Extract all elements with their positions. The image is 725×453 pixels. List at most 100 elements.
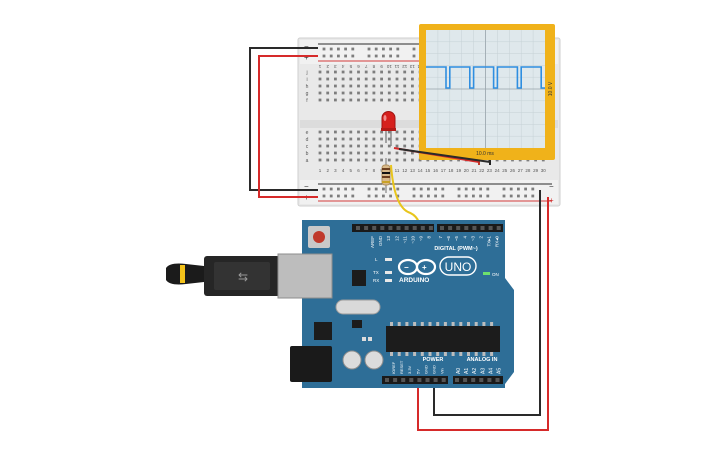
rail-hole[interactable] bbox=[457, 194, 461, 198]
breadboard-hole[interactable] bbox=[357, 158, 360, 162]
rail-hole[interactable] bbox=[396, 187, 400, 191]
breadboard-hole[interactable] bbox=[403, 70, 407, 74]
rail-hole[interactable] bbox=[389, 54, 392, 58]
breadboard-hole[interactable] bbox=[411, 77, 414, 81]
rail-hole[interactable] bbox=[531, 187, 535, 191]
header-digital-high[interactable] bbox=[352, 224, 434, 232]
breadboard-hole[interactable] bbox=[334, 77, 337, 81]
breadboard-hole[interactable] bbox=[357, 130, 360, 134]
wire-black-led-scope[interactable] bbox=[398, 148, 491, 163]
breadboard-hole[interactable] bbox=[326, 137, 330, 141]
breadboard-hole[interactable] bbox=[334, 130, 337, 134]
header-hole[interactable] bbox=[487, 378, 492, 382]
breadboard-hole[interactable] bbox=[403, 77, 407, 81]
header-hole[interactable] bbox=[433, 378, 438, 382]
breadboard-hole[interactable] bbox=[380, 144, 383, 148]
breadboard-hole[interactable] bbox=[318, 151, 322, 155]
rail-hole[interactable] bbox=[382, 194, 385, 198]
rail-hole[interactable] bbox=[434, 194, 437, 198]
breadboard-hole[interactable] bbox=[349, 84, 353, 88]
breadboard-hole[interactable] bbox=[372, 91, 376, 95]
breadboard-hole[interactable] bbox=[395, 91, 399, 95]
breadboard-hole[interactable] bbox=[349, 158, 353, 162]
header-hole[interactable] bbox=[463, 378, 468, 382]
rail-hole[interactable] bbox=[524, 187, 527, 191]
rail-hole[interactable] bbox=[427, 194, 430, 198]
breadboard-hole[interactable] bbox=[318, 130, 322, 134]
breadboard-hole[interactable] bbox=[380, 130, 383, 134]
wire-red-5v[interactable] bbox=[417, 197, 549, 431]
breadboard-hole[interactable] bbox=[395, 84, 399, 88]
header-hole[interactable] bbox=[409, 378, 414, 382]
rail-hole[interactable] bbox=[322, 187, 326, 191]
breadboard-hole[interactable] bbox=[318, 91, 322, 95]
breadboard-hole[interactable] bbox=[403, 91, 407, 95]
header-hole[interactable] bbox=[420, 226, 425, 230]
breadboard-hole[interactable] bbox=[334, 70, 337, 74]
breadboard-hole[interactable] bbox=[403, 98, 407, 102]
rail-hole[interactable] bbox=[351, 54, 355, 58]
rail-hole[interactable] bbox=[382, 47, 385, 51]
breadboard-hole[interactable] bbox=[349, 91, 353, 95]
rail-hole[interactable] bbox=[412, 194, 416, 198]
breadboard-hole[interactable] bbox=[411, 144, 414, 148]
rail-hole[interactable] bbox=[344, 187, 347, 191]
breadboard-hole[interactable] bbox=[380, 158, 383, 162]
breadboard-hole[interactable] bbox=[380, 151, 383, 155]
header-hole[interactable] bbox=[441, 378, 446, 382]
rail-hole[interactable] bbox=[441, 187, 445, 191]
header-hole[interactable] bbox=[401, 378, 406, 382]
wire-black-gnd[interactable] bbox=[433, 190, 541, 416]
header-power[interactable] bbox=[382, 376, 448, 384]
breadboard-hole[interactable] bbox=[364, 98, 368, 102]
breadboard-hole[interactable] bbox=[364, 84, 368, 88]
header-hole[interactable] bbox=[417, 378, 422, 382]
header-hole[interactable] bbox=[496, 226, 501, 230]
breadboard-hole[interactable] bbox=[326, 151, 330, 155]
rail-hole[interactable] bbox=[337, 47, 340, 51]
header-hole[interactable] bbox=[372, 226, 377, 230]
rail-hole[interactable] bbox=[441, 194, 445, 198]
breadboard-hole[interactable] bbox=[326, 98, 330, 102]
breadboard-hole[interactable] bbox=[411, 98, 414, 102]
rail-hole[interactable] bbox=[419, 194, 423, 198]
rail-hole[interactable] bbox=[382, 54, 385, 58]
breadboard-hole[interactable] bbox=[349, 151, 353, 155]
wires[interactable] bbox=[249, 47, 549, 431]
breadboard-hole[interactable] bbox=[364, 144, 368, 148]
rail-hole[interactable] bbox=[427, 187, 430, 191]
rail-hole[interactable] bbox=[502, 194, 506, 198]
header-hole[interactable] bbox=[472, 226, 477, 230]
breadboard-hole[interactable] bbox=[411, 158, 414, 162]
breadboard-hole[interactable] bbox=[349, 137, 353, 141]
breadboard-hole[interactable] bbox=[334, 84, 337, 88]
breadboard-hole[interactable] bbox=[341, 130, 345, 134]
breadboard-hole[interactable] bbox=[326, 130, 330, 134]
resistor[interactable] bbox=[381, 158, 391, 193]
breadboard-hole[interactable] bbox=[334, 91, 337, 95]
rail-hole[interactable] bbox=[322, 54, 326, 58]
breadboard-hole[interactable] bbox=[395, 98, 399, 102]
breadboard-hole[interactable] bbox=[403, 84, 407, 88]
breadboard-hole[interactable] bbox=[357, 91, 360, 95]
breadboard-hole[interactable] bbox=[411, 70, 414, 74]
header-hole[interactable] bbox=[455, 378, 459, 382]
oscilloscope[interactable]: 10.0 V 10.0 ms bbox=[419, 24, 555, 165]
breadboard-hole[interactable] bbox=[364, 77, 368, 81]
rail-hole[interactable] bbox=[389, 47, 392, 51]
header-hole[interactable] bbox=[456, 226, 461, 230]
breadboard-hole[interactable] bbox=[334, 137, 337, 141]
breadboard-hole[interactable] bbox=[395, 158, 399, 162]
breadboard-hole[interactable] bbox=[357, 77, 360, 81]
rail-hole[interactable] bbox=[329, 194, 333, 198]
breadboard-hole[interactable] bbox=[411, 151, 414, 155]
breadboard-hole[interactable] bbox=[341, 151, 345, 155]
breadboard-hole[interactable] bbox=[403, 137, 407, 141]
breadboard-hole[interactable] bbox=[395, 77, 399, 81]
rail-hole[interactable] bbox=[479, 187, 482, 191]
rail-hole[interactable] bbox=[329, 54, 333, 58]
breadboard-hole[interactable] bbox=[387, 158, 391, 162]
rail-hole[interactable] bbox=[396, 47, 400, 51]
breadboard-hole[interactable] bbox=[364, 70, 368, 74]
